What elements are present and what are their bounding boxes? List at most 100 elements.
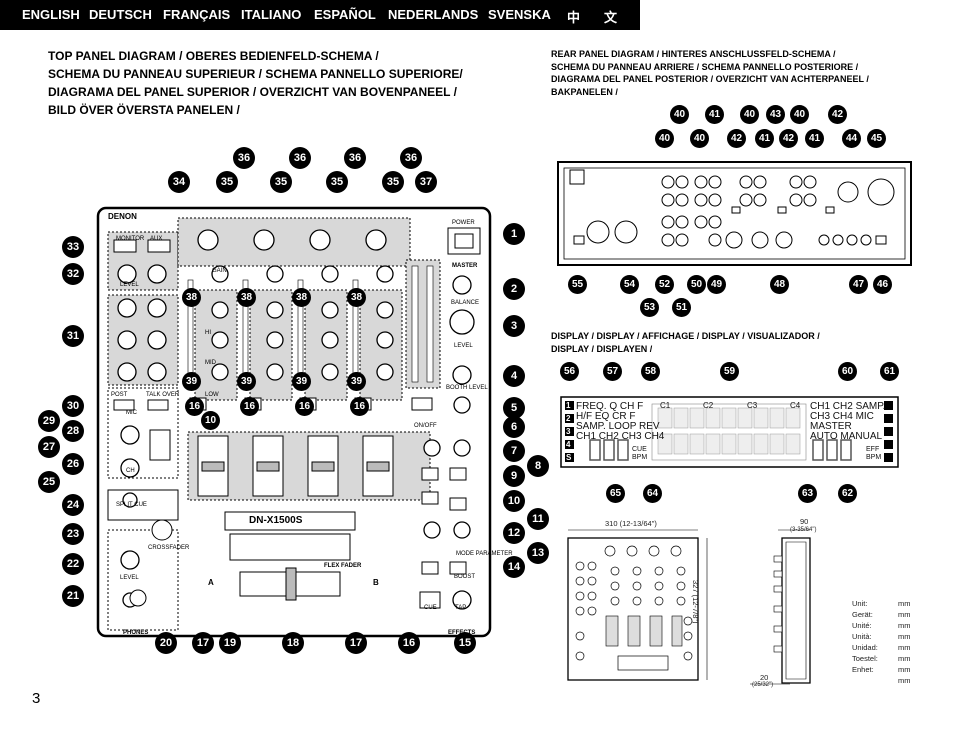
lang-espanol[interactable]: ESPAÑOL <box>314 7 376 22</box>
callout-13: 13 <box>527 542 549 564</box>
callout-23: 23 <box>62 523 84 545</box>
mode-parameter-label: MODE PARAMETER <box>456 551 513 557</box>
page-number: 3 <box>32 690 41 707</box>
callout-22: 22 <box>62 553 84 575</box>
power-label: POWER <box>452 220 475 226</box>
unit-key: Unità: <box>852 632 872 641</box>
lcd-right-row: CH1 CH2 SAMP. <box>810 401 886 412</box>
tap-label: TAP <box>455 605 467 611</box>
lcd-bpm-2: BPM <box>866 454 882 461</box>
heading-line: DISPLAY / DISPLAYEN / <box>551 343 653 354</box>
top-panel-diagram <box>96 206 492 638</box>
callout-39: 39 <box>237 372 256 391</box>
heading-line: DIAGRAMA DEL PANEL POSTERIOR / OVERZICHT… <box>551 74 869 84</box>
unit-value: mm <box>898 665 911 674</box>
lang-svenska[interactable]: SVENSKA <box>488 7 551 22</box>
callout-36: 36 <box>289 147 311 169</box>
master-label: MASTER <box>452 263 478 269</box>
heading-line: SCHEMA DU PANNEAU SUPERIEUR / SCHEMA PAN… <box>48 67 463 81</box>
rear-panel-diagram <box>557 161 912 266</box>
units-table: Unit:mm Gerät:mm Unité:mm Unità:mm Unida… <box>852 598 911 686</box>
lcd-bpm: BPM <box>632 454 648 461</box>
dim-width: 310 (12-13/64") <box>605 519 657 528</box>
unit-row: Enhet: mm <box>852 664 911 675</box>
phones-level-label: LEVEL <box>120 575 139 581</box>
callout-29: 29 <box>38 410 60 432</box>
lcd-seg-mark: C1 <box>660 401 671 410</box>
callout-61: 61 <box>880 362 899 381</box>
callout-53: 53 <box>640 298 659 317</box>
dim-height: 327 (12-7/8") <box>691 580 700 624</box>
callout-36: 36 <box>233 147 255 169</box>
callout-41: 41 <box>705 105 724 124</box>
lcd-seg-mark: C4 <box>790 401 801 410</box>
callout-19: 19 <box>219 632 241 654</box>
ch-label: CH <box>126 468 135 474</box>
callout-47: 47 <box>849 275 868 294</box>
unit-key: Unité: <box>852 621 872 630</box>
unit-row: Unidad:mm <box>852 642 911 653</box>
callout-49: 49 <box>707 275 726 294</box>
callout-39: 39 <box>347 372 366 391</box>
unit-value: mm <box>898 654 911 663</box>
rear-panel-heading: REAR PANEL DIAGRAM / HINTERES ANSCHLUSSF… <box>551 48 869 98</box>
callout-40: 40 <box>670 105 689 124</box>
split-cue-label: SPLIT CUE <box>116 502 147 508</box>
callout-51: 51 <box>672 298 691 317</box>
callout-25: 25 <box>38 471 60 493</box>
callout-41: 41 <box>805 129 824 148</box>
callout-2: 2 <box>503 278 525 300</box>
unit-row: Gerät:mm <box>852 609 911 620</box>
monitor-label: MONITOR <box>116 236 145 242</box>
dim-foot-in: (25/32") <box>752 682 774 688</box>
lang-chinese-2[interactable]: 文 <box>604 10 618 25</box>
lang-deutsch[interactable]: DEUTSCH <box>89 7 152 22</box>
lcd-seg-mark: C3 <box>747 401 758 410</box>
callout-50: 50 <box>687 275 706 294</box>
callout-62: 62 <box>838 484 857 503</box>
lang-francais[interactable]: FRANÇAIS <box>163 7 231 22</box>
level-label: LEVEL <box>454 343 473 349</box>
callout-42: 42 <box>779 129 798 148</box>
callout-17: 17 <box>192 632 214 654</box>
display-heading: DISPLAY / DISPLAY / AFFICHAGE / DISPLAY … <box>551 330 820 355</box>
callout-35: 35 <box>216 171 238 193</box>
callout-42: 42 <box>727 129 746 148</box>
dim-depth-in: (3-35/64") <box>790 527 817 533</box>
unit-key <box>852 675 888 686</box>
talk-over-label: TALK OVER <box>146 392 180 398</box>
unit-value: mm <box>898 621 911 630</box>
callout-46: 46 <box>873 275 892 294</box>
callout-63: 63 <box>798 484 817 503</box>
unit-row: Toestel:mm <box>852 653 911 664</box>
phones-label: PHONES <box>123 630 149 636</box>
lcd-cue: CUE <box>632 446 647 453</box>
callout-10: 10 <box>201 411 220 430</box>
callout-31: 31 <box>62 325 84 347</box>
cue-label: CUE <box>424 605 437 611</box>
lcd-left-row: SAMP. LOOP REV <box>576 421 660 432</box>
lang-english[interactable]: ENGLISH <box>22 7 80 22</box>
lcd-eff: EFF <box>866 446 880 453</box>
callout-33: 33 <box>62 236 84 258</box>
callout-35: 35 <box>382 171 404 193</box>
boost-label: BOOST <box>454 574 476 580</box>
lang-italiano[interactable]: ITALIANO <box>241 7 302 22</box>
heading-line: TOP PANEL DIAGRAM / OBERES BEDIENFELD-SC… <box>48 49 379 63</box>
callout-42: 42 <box>828 105 847 124</box>
lcd-right-row: AUTO MANUAL <box>810 431 883 442</box>
callout-32: 32 <box>62 263 84 285</box>
booth-level-label: BOOTH LEVEL <box>446 385 488 391</box>
post-label: POST <box>111 392 128 398</box>
callout-7: 7 <box>503 440 525 462</box>
crossfader-label: CROSSFADER <box>148 545 190 551</box>
unit-key: Enhet: <box>852 665 874 674</box>
callout-21: 21 <box>62 585 84 607</box>
callout-8: 8 <box>527 455 549 477</box>
callout-48: 48 <box>770 275 789 294</box>
callout-40: 40 <box>655 129 674 148</box>
callout-16: 16 <box>350 397 369 416</box>
lang-chinese-1[interactable]: 中 <box>567 10 581 25</box>
display-diagram <box>560 396 899 468</box>
lang-nederlands[interactable]: NEDERLANDS <box>388 7 479 22</box>
